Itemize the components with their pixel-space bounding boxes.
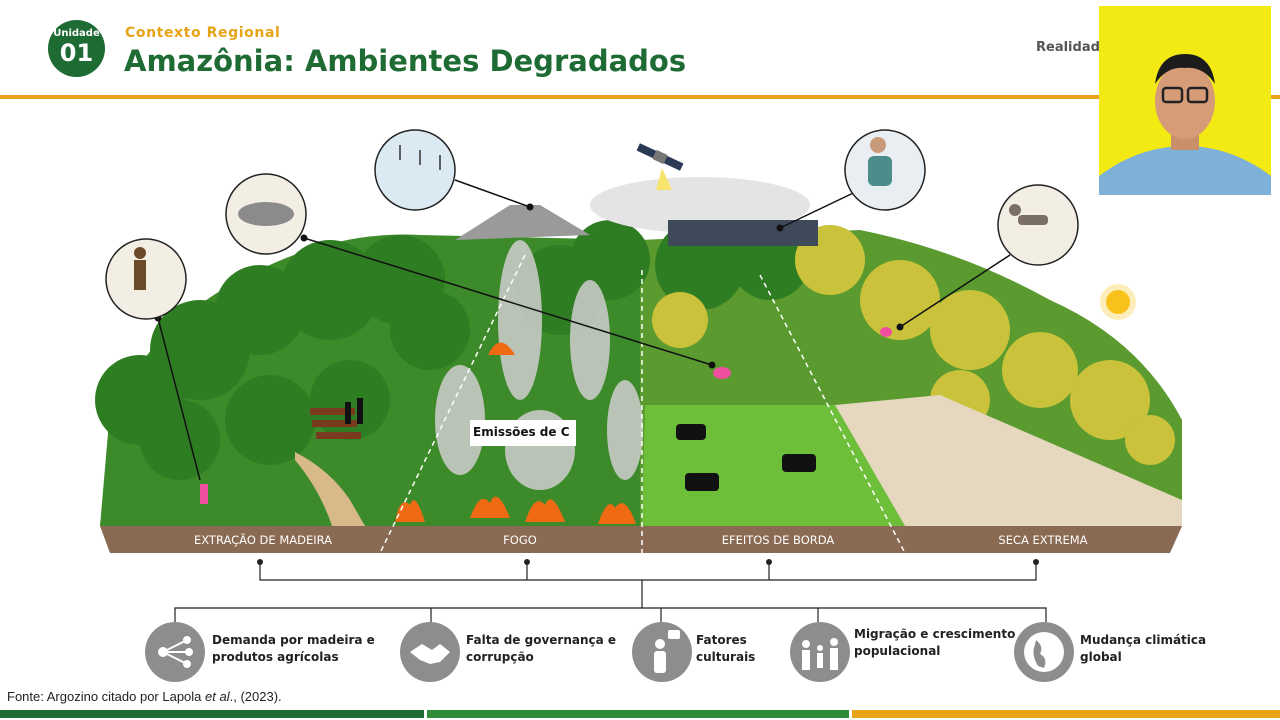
zone-dividers xyxy=(379,254,906,554)
bracket-dots xyxy=(257,559,1039,565)
rain-icon xyxy=(399,145,441,170)
unit-label: Unidade xyxy=(53,28,100,39)
globe-icon xyxy=(1014,622,1074,682)
city-skyline xyxy=(668,220,818,246)
source-italic: et al xyxy=(205,689,230,704)
sick-person-icon xyxy=(868,137,892,186)
driver-line1: Mudança climática xyxy=(1080,633,1207,647)
bracket-lines xyxy=(174,562,1047,622)
source-suffix: ., (2023). xyxy=(229,689,282,704)
section-kicker: Contexto Regional xyxy=(125,25,281,41)
rain-callout xyxy=(374,129,456,211)
zone-label-fogo: FOGO xyxy=(503,533,537,547)
bottom-bar-left xyxy=(0,710,424,718)
satellite-icon xyxy=(636,143,684,171)
zone-label-efeitos-borda: EFEITOS DE BORDA xyxy=(721,533,835,547)
dry-ground xyxy=(835,395,1182,526)
pink-animal xyxy=(713,367,731,379)
zone-label-extracao: EXTRAÇÃO DE MADEIRA xyxy=(193,533,333,547)
driver-line1: Fatores xyxy=(696,633,747,647)
hunter-icon xyxy=(134,247,146,290)
zone-label-seca: SECA EXTREMA xyxy=(998,533,1088,547)
family-icon xyxy=(790,622,850,682)
person-speech-icon xyxy=(632,622,692,682)
driver-line2: corrupção xyxy=(466,650,534,664)
satellite-beam xyxy=(656,168,672,190)
lumberjacks xyxy=(345,398,363,424)
unit-number: 01 xyxy=(59,39,94,67)
driver-line1: Falta de governança e xyxy=(466,633,617,647)
driver-line1: Demanda por madeira e xyxy=(212,633,375,647)
driver-line2: populacional xyxy=(854,644,941,658)
source-prefix: Fonte: Argozino citado por Lapola xyxy=(7,689,206,704)
bottom-bar-right xyxy=(852,710,1280,718)
driver-line2: culturais xyxy=(696,650,756,664)
presenter-webcam xyxy=(1099,6,1271,195)
sun-icon xyxy=(1106,290,1130,314)
mountain xyxy=(455,205,590,240)
driver-line2: produtos agrícolas xyxy=(212,650,339,664)
degradation-illustration xyxy=(95,129,1182,622)
anteater-icon xyxy=(238,202,294,226)
unit-badge: Unidade 01 xyxy=(48,20,105,77)
cloud xyxy=(590,177,810,233)
pink-animal-2 xyxy=(880,327,892,337)
dirt-path xyxy=(295,452,365,526)
handshake-icon xyxy=(400,622,460,682)
monkey-icon xyxy=(1009,204,1048,225)
pasture xyxy=(642,405,905,526)
header-divider xyxy=(0,95,1280,99)
page-title: Amazônia: Ambientes Degradados xyxy=(124,44,687,78)
cows xyxy=(676,424,816,491)
logs xyxy=(310,408,361,439)
network-icon xyxy=(145,622,205,682)
ground-band xyxy=(100,526,1182,553)
bottom-bar-middle xyxy=(427,710,849,718)
driver-line1: Migração e crescimento xyxy=(854,627,1016,641)
fire-flames xyxy=(395,342,636,524)
pink-figure xyxy=(200,484,208,504)
driver-line2: global xyxy=(1080,650,1122,664)
source-citation: Fonte: Argozino citado por Lapola et al.… xyxy=(7,689,282,704)
header-right-label: Realidad xyxy=(1036,40,1100,55)
emissions-label: Emissões de C xyxy=(470,420,576,446)
